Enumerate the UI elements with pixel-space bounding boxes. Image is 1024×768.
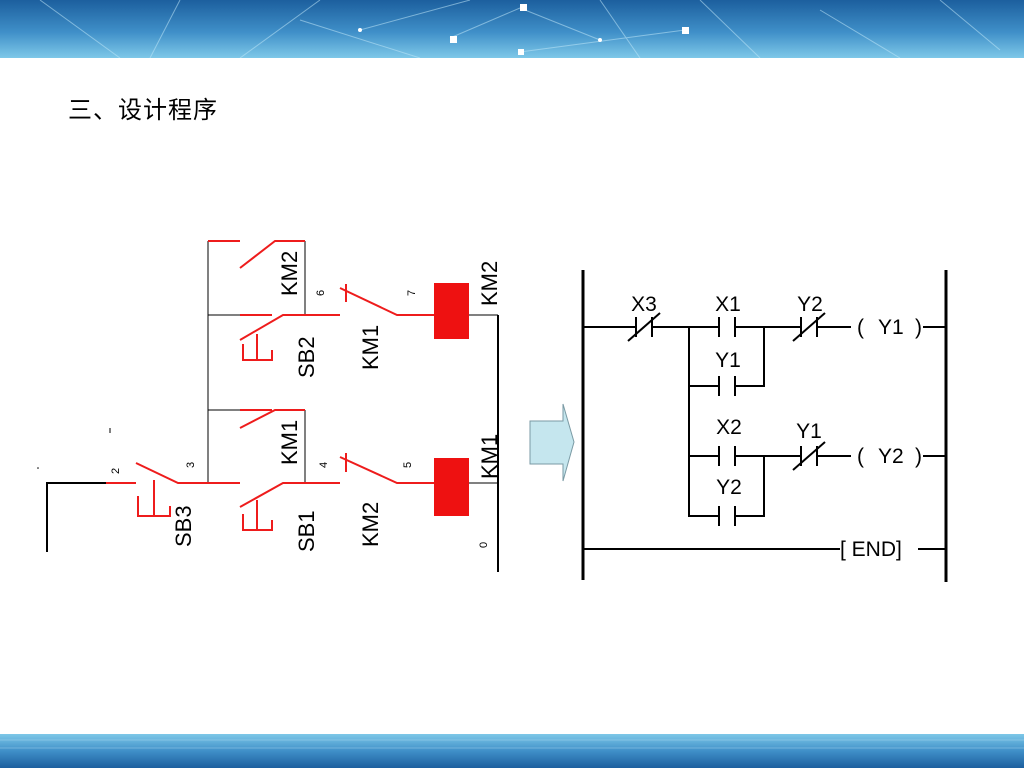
contact-x3-label: X3	[631, 293, 657, 316]
node-7-label: 7	[406, 290, 418, 296]
contact-y2-interlock-label: Y2	[797, 293, 823, 316]
contact-y2-seal-label: Y2	[716, 476, 742, 499]
node-3-label: 3	[185, 462, 197, 468]
contact-x2-label: X2	[716, 416, 742, 439]
km2-coil	[434, 283, 469, 339]
km1-coil-label: KM1	[477, 434, 502, 479]
node-4-label: 4	[318, 462, 330, 468]
km2-seal-contact-label: KM2	[277, 251, 302, 296]
coil-y2-close: )	[915, 445, 922, 468]
km2-coil-label: KM2	[477, 261, 502, 306]
sb2-label: SB2	[294, 336, 319, 378]
sb3-label: SB3	[171, 505, 196, 547]
node-2-label: 2	[110, 468, 122, 474]
coil-y2-open: (	[857, 445, 864, 468]
slide-title: 三、设计程序	[68, 96, 218, 124]
ladder-diagram: X3 X1 Y2 Y1 X2 Y1 Y2 ( Y1 ) ( Y2 ) [ END…	[581, 270, 948, 582]
node-0-label: 0	[478, 542, 490, 548]
end-instruction: [ END]	[840, 538, 902, 561]
coil-y1-label: Y1	[878, 316, 904, 339]
node-6-label: 6	[315, 290, 327, 296]
contact-y1-seal-label: Y1	[715, 349, 741, 372]
contact-y1-interlock-label: Y1	[796, 420, 822, 443]
coil-y1-close: )	[915, 316, 922, 339]
node-5-label: 5	[402, 462, 414, 468]
km1-interlock-contact-label: KM1	[358, 325, 383, 370]
conversion-arrow	[529, 403, 575, 482]
contact-x1-label: X1	[715, 293, 741, 316]
sb1-label: SB1	[294, 510, 319, 552]
km1-seal-contact-label: KM1	[277, 420, 302, 465]
km1-coil	[434, 458, 469, 516]
coil-y2-label: Y2	[878, 445, 904, 468]
relay-control-circuit: SB3 SB2 SB1 KM2 KM1 KM1 KM2 KM2 KM1 2 3 …	[37, 240, 502, 572]
header-banner	[0, 0, 1024, 58]
coil-y1-open: (	[857, 316, 864, 339]
km2-interlock-contact-label: KM2	[358, 502, 383, 547]
footer-banner	[0, 734, 1024, 768]
